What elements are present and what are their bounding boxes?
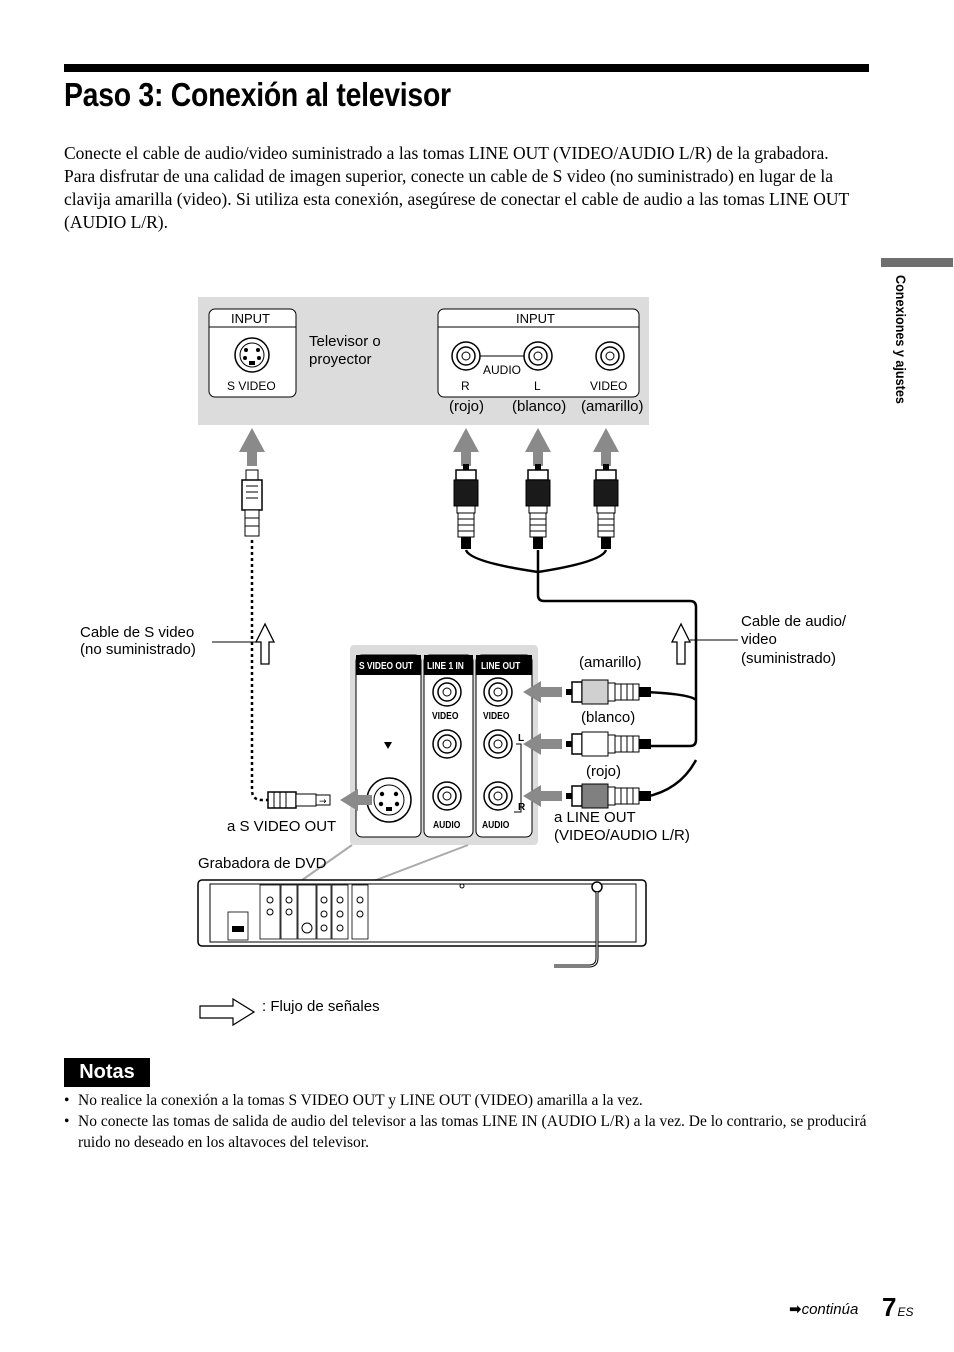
- av-cable-label-line1: Cable de audio/: [741, 613, 847, 630]
- plug-white-bottom: [565, 731, 652, 757]
- sidebar-tab-bar: [881, 258, 953, 267]
- lineout-audio-l-jack: [483, 729, 513, 759]
- line1-audio-l-jack: [432, 729, 462, 759]
- tv-video-label: VIDEO: [590, 379, 628, 393]
- notes-heading: Notas: [64, 1058, 150, 1087]
- plug-rojo-label: (rojo): [586, 763, 622, 780]
- tv-audio-l-jack: [523, 341, 553, 371]
- tv-label-line2: proyector: [309, 351, 372, 368]
- plug-blanco-label: (blanco): [581, 709, 636, 726]
- dvd-recorder: [197, 879, 647, 968]
- intro-paragraph-2: Para disfrutar de una calidad de imagen …: [64, 166, 849, 232]
- svideo-plug-bottom: →: [267, 791, 331, 809]
- panel-svideo-out-label: S VIDEO OUT: [359, 660, 414, 672]
- page-title: Paso 3: Conexión al televisor: [64, 76, 451, 113]
- arrow-right-icon: ➡: [789, 1301, 802, 1318]
- tv-audio-r-jack: [451, 341, 481, 371]
- plug-yellow-top: [593, 463, 619, 550]
- continue-indicator: ➡continúa: [789, 1300, 858, 1318]
- panel-line1-in-label: LINE 1 IN: [427, 660, 464, 672]
- panel-line1-audio-label: AUDIO: [433, 820, 461, 831]
- tv-audio-label: AUDIO: [483, 363, 522, 377]
- svideo-cable-label-line1: Cable de S video: [80, 624, 195, 641]
- note-item: No realice la conexión a la tomas S VIDE…: [64, 1090, 874, 1111]
- tv-svideo-label: S VIDEO: [227, 379, 276, 393]
- av-cable-label-line2: video: [741, 631, 777, 648]
- tv-blanco-label: (blanco): [512, 398, 567, 415]
- svideo-cable-arrow: [254, 622, 276, 665]
- svg-text:→: →: [319, 797, 327, 807]
- signal-arrows-to-tv: [239, 428, 619, 466]
- line1-video-jack: [432, 677, 462, 707]
- panel-line-out-label: LINE OUT: [481, 660, 521, 672]
- panel-l-label: L: [518, 733, 525, 744]
- plug-red-top: [453, 463, 479, 550]
- tv-input-label-right: INPUT: [516, 311, 555, 326]
- intro-text: Conecte el cable de audio/video suminist…: [64, 142, 874, 234]
- sidebar-tab-label: Conexiones y ajustes: [893, 275, 909, 404]
- tv-r-label: R: [461, 379, 470, 393]
- legend-label: : Flujo de señales: [262, 998, 380, 1015]
- lineout-audio-r-jack: [483, 781, 513, 811]
- page-number-suffix: ES: [897, 1305, 914, 1319]
- tv-label-line1: Televisor o: [309, 333, 381, 350]
- panel-line1-video-label: VIDEO: [432, 711, 459, 722]
- svideo-jack-icon: [234, 337, 270, 373]
- notes-list: No realice la conexión a la tomas S VIDE…: [64, 1090, 874, 1153]
- signal-flow-legend-arrow: [199, 997, 256, 1027]
- plug-yellow-bottom: [565, 679, 652, 705]
- tv-rojo-label: (rojo): [449, 398, 485, 415]
- recorder-label: Grabadora de DVD: [198, 855, 327, 872]
- tv-video-jack: [595, 341, 625, 371]
- av-cable-arrow: [670, 622, 692, 665]
- page-number-value: 7: [882, 1292, 897, 1322]
- panel-r-label: R: [518, 802, 526, 813]
- intro-paragraph-1: Conecte el cable de audio/video suminist…: [64, 143, 829, 163]
- plug-amarillo-label: (amarillo): [579, 654, 642, 671]
- av-cable-label-line3: (suministrado): [741, 650, 837, 667]
- tv-l-label: L: [534, 379, 541, 393]
- to-svideo-out-label: a S VIDEO OUT: [227, 818, 337, 835]
- tv-amarillo-label: (amarillo): [581, 398, 644, 415]
- signal-arrows-to-panel: [340, 681, 562, 811]
- title-rule: [64, 64, 869, 72]
- svideo-plug-top: [241, 469, 263, 537]
- svideo-cable: [250, 540, 268, 802]
- arrow-down-icon: [384, 742, 392, 749]
- continua-label: continúa: [801, 1301, 859, 1318]
- av-cable: [464, 549, 698, 799]
- plug-red-bottom: [565, 783, 652, 809]
- lineout-video-jack: [483, 677, 513, 707]
- to-line-out-label-line1: a LINE OUT: [554, 809, 636, 826]
- to-line-out-label-line2: (VIDEO/AUDIO L/R): [554, 827, 690, 844]
- panel-svideo-jack: [366, 777, 412, 823]
- note-item: No conecte las tomas de salida de audio …: [64, 1111, 874, 1153]
- panel-lineout-video-label: VIDEO: [483, 711, 510, 722]
- line1-audio-r-jack: [432, 781, 462, 811]
- page-number: 7ES: [882, 1292, 913, 1323]
- svideo-cable-label-line2: (no suministrado): [80, 641, 196, 658]
- panel-lineout-audio-label: AUDIO: [482, 820, 510, 831]
- tv-input-label-left: INPUT: [231, 311, 270, 326]
- plug-white-top: [525, 463, 551, 550]
